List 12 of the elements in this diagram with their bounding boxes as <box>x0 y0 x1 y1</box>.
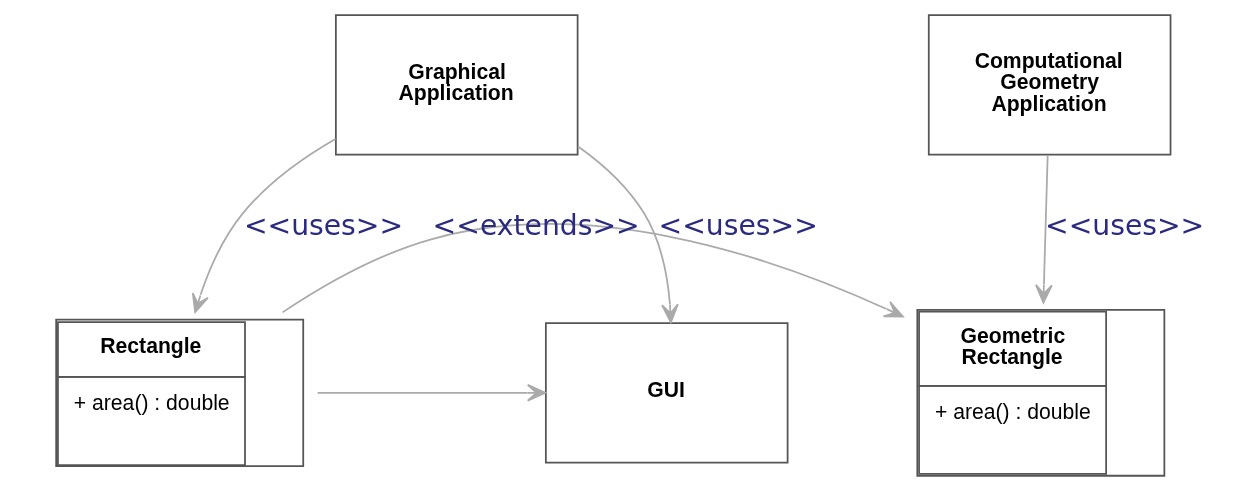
arrow <box>281 223 904 318</box>
edge-label: <<uses>> <box>243 209 404 243</box>
node-box: Graphical Application <box>335 14 579 156</box>
arrow <box>191 138 337 314</box>
arrow <box>316 384 547 402</box>
arrow <box>1035 154 1053 304</box>
edge-label: <<uses>> <box>1045 209 1205 243</box>
node-box: Computational Geometry Application <box>927 14 1172 156</box>
node-box: GUI <box>545 322 789 464</box>
edge-label: <<uses>> <box>658 209 818 243</box>
edge-label: <<extends>> <box>432 209 640 243</box>
arrow <box>577 145 679 324</box>
